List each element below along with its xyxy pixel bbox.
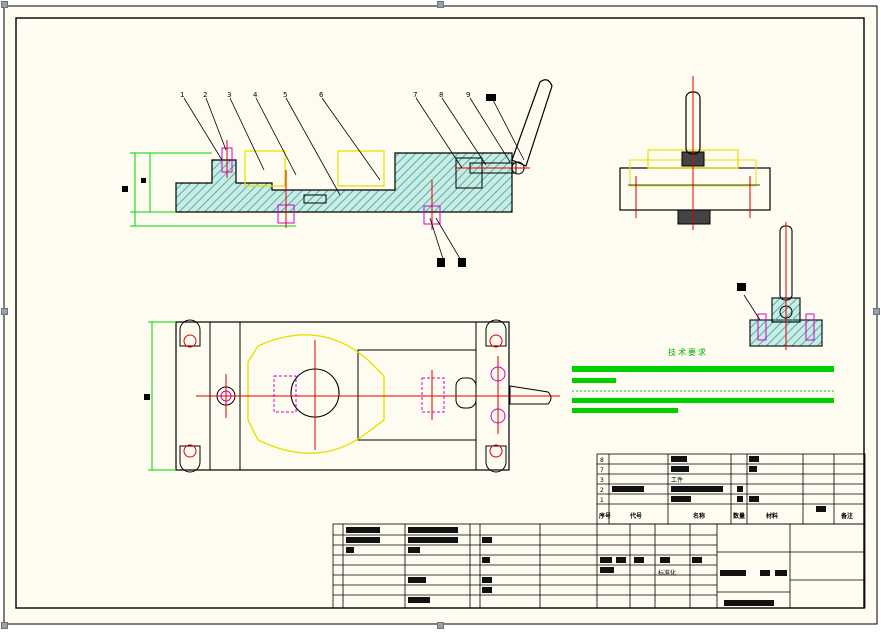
part-number-5: 5	[283, 91, 287, 99]
clamp-block	[337, 150, 385, 187]
parts-row-3-no: 3	[600, 477, 604, 484]
header-remark: 备注	[840, 512, 853, 520]
part-number-2: 2	[203, 91, 207, 99]
part-number-8: 8	[439, 91, 443, 99]
header-material: 材料	[765, 512, 778, 520]
locating-block	[244, 150, 286, 187]
resize-handle-left[interactable]	[1, 308, 8, 315]
pin	[303, 194, 327, 204]
tech-notes-title: 技术要求	[668, 347, 708, 357]
parts-row-4-no: 2	[600, 487, 604, 494]
parts-row-5-no: 1	[600, 497, 604, 504]
resize-handle-top-left[interactable]	[1, 1, 8, 8]
header-seq: 序号	[598, 512, 611, 520]
parts-row-3-name: 工件	[671, 476, 683, 484]
part-number-4: 4	[253, 91, 258, 99]
parts-row-2-no: 7	[600, 467, 604, 474]
technical-notes: 技术要求	[572, 347, 834, 413]
part-number-1: 1	[180, 91, 184, 99]
title-block	[332, 453, 866, 609]
title-block-text: 8 7 3 工件 2 1 序号 代号 名称 数量 材料 备注 标准化	[598, 457, 853, 577]
drawing-sheet	[3, 5, 878, 625]
resize-handle-right[interactable]	[873, 308, 880, 315]
resize-handle-bottom-left[interactable]	[1, 622, 8, 629]
title-block-labels	[346, 456, 826, 606]
plan-view	[144, 319, 560, 473]
workpiece-outline	[247, 334, 385, 454]
part-number-3: 3	[227, 91, 231, 99]
header-qty: 数量	[733, 512, 745, 520]
lever-handle	[511, 79, 553, 167]
partial-view	[737, 222, 823, 350]
side-view	[619, 76, 771, 230]
parts-row-1-no: 8	[600, 457, 604, 464]
resize-handle-bottom[interactable]	[437, 622, 444, 629]
standardization-label: 标准化	[658, 569, 676, 577]
part-number-9: 9	[466, 91, 470, 99]
part-number-7: 7	[413, 91, 417, 99]
base-body	[175, 152, 513, 213]
front-section-view: 1 2 3 4 5 6 7 8 9	[122, 79, 553, 267]
header-name: 名称	[693, 512, 705, 520]
part-number-6: 6	[319, 91, 324, 99]
resize-handle-top[interactable]	[437, 1, 444, 8]
header-code: 代号	[629, 512, 642, 520]
